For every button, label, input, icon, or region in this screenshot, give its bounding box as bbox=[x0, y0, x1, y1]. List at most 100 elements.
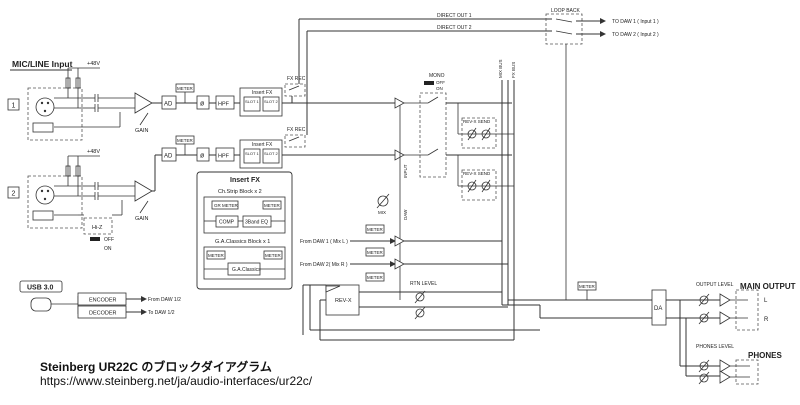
svg-text:To DAW 1/2: To DAW 1/2 bbox=[148, 310, 175, 316]
svg-text:FX REC: FX REC bbox=[287, 76, 306, 82]
svg-text:OFF: OFF bbox=[104, 237, 114, 243]
svg-text:MIX: MIX bbox=[378, 210, 386, 215]
svg-text:LOOP BACK: LOOP BACK bbox=[551, 8, 580, 14]
svg-text:MONO: MONO bbox=[429, 73, 445, 79]
svg-text:GR METER: GR METER bbox=[214, 203, 239, 208]
meter-daw-1 bbox=[365, 224, 385, 234]
svg-text:METER: METER bbox=[367, 227, 384, 232]
svg-text:SLOT 1: SLOT 1 bbox=[245, 151, 259, 156]
input-channel-1: 1 +48V GAIN bbox=[7, 61, 162, 141]
svg-text:TO DAW 2 ( Input 2 ): TO DAW 2 ( Input 2 ) bbox=[612, 32, 659, 38]
svg-text:G.A.Classics Block x 1: G.A.Classics Block x 1 bbox=[215, 239, 270, 245]
rev-x-send-2 bbox=[461, 169, 497, 201]
svg-text:GAIN: GAIN bbox=[135, 216, 148, 222]
svg-text:RTN LEVEL: RTN LEVEL bbox=[410, 281, 437, 287]
mic-line-input-title: MIC/LINE Input bbox=[12, 59, 73, 69]
fx-rec-switch-2 bbox=[284, 134, 306, 148]
xlr-connector-1-icon bbox=[35, 97, 55, 117]
caption-url[interactable]: https://www.steinberg.net/ja/audio-inter… bbox=[40, 374, 313, 388]
svg-text:Ch.Strip Block x 2: Ch.Strip Block x 2 bbox=[218, 189, 262, 195]
svg-text:G.A.Classics: G.A.Classics bbox=[232, 267, 261, 273]
svg-text:METER: METER bbox=[367, 275, 384, 280]
channel-1-badge bbox=[7, 98, 20, 111]
phone-jack-2-icon bbox=[32, 210, 54, 221]
svg-text:ON: ON bbox=[104, 246, 112, 252]
fx-rec-switch-1 bbox=[284, 83, 306, 97]
svg-text:ø: ø bbox=[200, 153, 205, 160]
slot2-1 bbox=[262, 96, 280, 112]
svg-text:1: 1 bbox=[12, 103, 16, 110]
preamp-1-icon bbox=[134, 92, 153, 114]
channel-2-badge bbox=[7, 186, 20, 199]
svg-text:3Band EQ: 3Band EQ bbox=[245, 220, 268, 226]
slot1-1 bbox=[243, 96, 261, 112]
svg-text:REV-X SEND: REV-X SEND bbox=[463, 119, 491, 124]
da-converter bbox=[651, 289, 667, 326]
svg-text:INPUT: INPUT bbox=[403, 164, 408, 178]
svg-text:MIX BUS: MIX BUS bbox=[498, 59, 503, 78]
svg-text:2: 2 bbox=[12, 191, 16, 198]
meter-rev bbox=[365, 272, 385, 282]
meter-daw-2 bbox=[365, 247, 385, 257]
svg-text:FX BUS: FX BUS bbox=[511, 62, 516, 78]
rev-x-send-1 bbox=[461, 117, 497, 149]
output-section: METER DA OUTPUT LEVEL MAIN OUTPUT L R PH… bbox=[502, 281, 796, 385]
svg-text:L: L bbox=[764, 298, 768, 304]
svg-text:PHONES LEVEL: PHONES LEVEL bbox=[696, 344, 734, 350]
svg-text:DAW: DAW bbox=[403, 209, 408, 220]
svg-text:OUTPUT LEVEL: OUTPUT LEVEL bbox=[696, 282, 734, 288]
svg-text:METER: METER bbox=[177, 138, 194, 143]
mono-button-icon bbox=[424, 81, 434, 85]
slot2-2 bbox=[262, 148, 280, 164]
hi-z-switch bbox=[83, 217, 113, 235]
combo-jack-2 bbox=[27, 175, 83, 229]
svg-text:Insert FX: Insert FX bbox=[252, 90, 273, 96]
svg-text:ENCODER: ENCODER bbox=[89, 298, 117, 304]
usb-section: USB 3.0 ENCODER DECODER From DAW 1/2 To … bbox=[19, 280, 181, 319]
rev-x-section: REV-X METER RTN LEVEL bbox=[302, 272, 540, 341]
slot1-2 bbox=[243, 148, 261, 164]
svg-text:REV-X: REV-X bbox=[335, 298, 352, 304]
svg-text:+48V: +48V bbox=[87, 149, 100, 155]
svg-text:FX REC: FX REC bbox=[287, 127, 306, 133]
svg-text:DECODER: DECODER bbox=[89, 311, 117, 317]
svg-text:USB 3.0: USB 3.0 bbox=[27, 285, 54, 292]
svg-text:METER: METER bbox=[264, 203, 281, 208]
mono-switch-block bbox=[419, 92, 447, 178]
svg-text:AD: AD bbox=[164, 154, 173, 160]
phones-jack bbox=[735, 359, 759, 385]
hi-z-button-icon bbox=[90, 237, 100, 241]
usb-port-icon bbox=[30, 297, 52, 312]
svg-text:From DAW 2( Mix R ): From DAW 2( Mix R ) bbox=[300, 262, 348, 268]
svg-text:METER: METER bbox=[579, 284, 596, 289]
svg-text:METER: METER bbox=[367, 250, 384, 255]
svg-text:AD: AD bbox=[164, 102, 173, 108]
combo-jack-1 bbox=[27, 87, 83, 141]
xlr-connector-2-icon bbox=[35, 185, 55, 205]
mix-knob-icon bbox=[377, 195, 389, 207]
svg-text:DIRECT OUT 1: DIRECT OUT 1 bbox=[437, 13, 472, 19]
preamp-2-icon bbox=[134, 180, 153, 202]
svg-text:HPF: HPF bbox=[218, 102, 230, 108]
svg-text:ø: ø bbox=[200, 101, 205, 108]
svg-text:From DAW 1/2: From DAW 1/2 bbox=[148, 297, 181, 303]
main-output-jacks bbox=[735, 289, 759, 331]
svg-text:METER: METER bbox=[265, 253, 282, 258]
svg-text:GAIN: GAIN bbox=[135, 128, 148, 134]
from-daw-section: From DAW 1 ( Mix L ) From DAW 2( Mix R )… bbox=[300, 224, 508, 270]
loop-back-switch bbox=[545, 13, 583, 45]
svg-text:MAIN OUTPUT: MAIN OUTPUT bbox=[740, 282, 796, 291]
phone-jack-1-icon bbox=[32, 122, 54, 133]
processing-chain-1: AD METER ø HPF Insert FX SLOT 1 SLOT 2 F… bbox=[161, 19, 395, 117]
svg-text:SLOT 2: SLOT 2 bbox=[264, 151, 278, 156]
svg-text:DA: DA bbox=[654, 306, 662, 312]
direct-out-section: DIRECT OUT 1 DIRECT OUT 2 LOOP BACK TO D… bbox=[299, 8, 659, 300]
svg-text:R: R bbox=[764, 317, 769, 323]
usb-badge bbox=[19, 280, 63, 293]
svg-text:METER: METER bbox=[177, 86, 194, 91]
processing-chain-2: AD METER ø HPF Insert FX SLOT 1 SLOT 2 F… bbox=[161, 31, 395, 169]
svg-text:Insert FX: Insert FX bbox=[230, 177, 260, 184]
svg-text:+48V: +48V bbox=[87, 61, 100, 67]
mono-and-bus-section: MONO OFF ON MIX BUS FX BUS REV-X SEND RE… bbox=[376, 59, 516, 315]
